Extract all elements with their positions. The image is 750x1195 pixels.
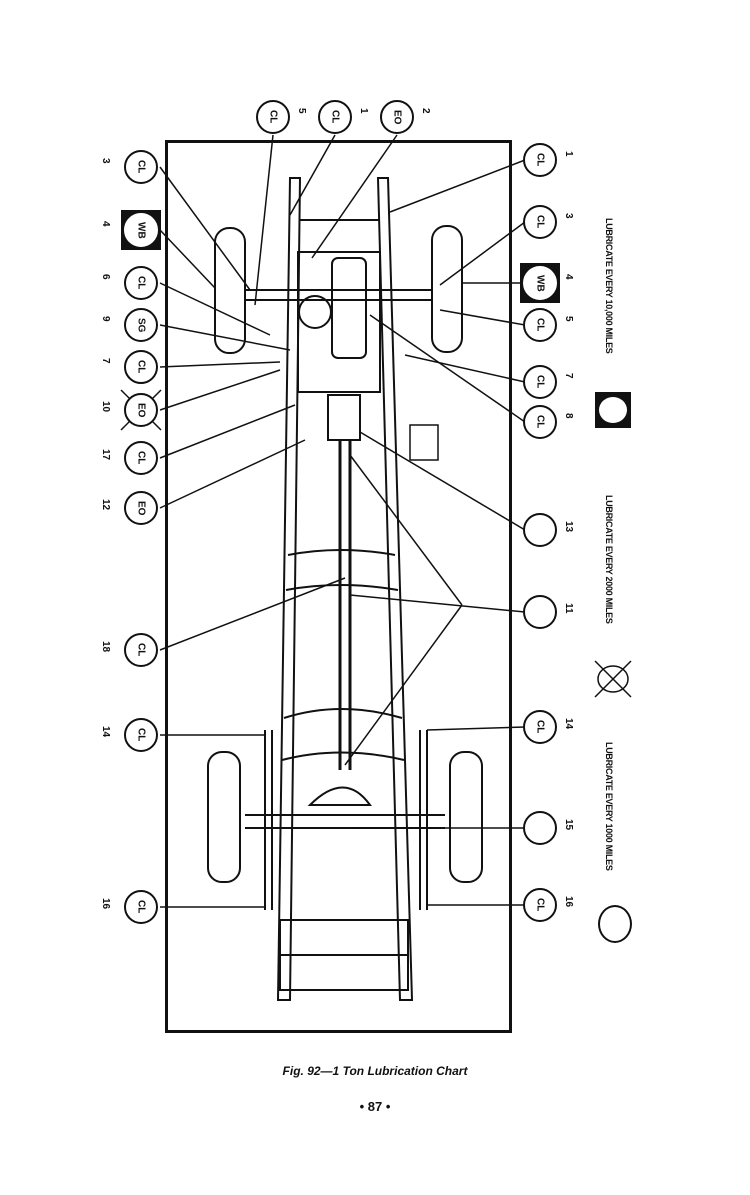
callout-code: WB <box>534 274 546 292</box>
legend-2000-icon <box>594 660 632 698</box>
callout-code: CL <box>135 451 147 465</box>
callout-number: 16 <box>563 896 574 908</box>
legend-2000-miles: LUBRICATE EVERY 2000 MILES <box>604 495 614 624</box>
engine <box>331 257 367 359</box>
callout-number: 8 <box>563 413 574 419</box>
transmission <box>327 394 361 441</box>
callout-number: 16 <box>100 898 111 910</box>
callout-top-2: EO 2 <box>380 100 431 134</box>
callout-number: 1 <box>358 108 369 114</box>
callout-number: 1 <box>563 151 574 157</box>
page-number: • 87 • <box>359 1099 391 1114</box>
callout-number: 12 <box>100 499 111 511</box>
legend-1000-icon <box>598 905 632 943</box>
callout-number: 15 <box>563 819 574 831</box>
callout-left-7: CL 7 <box>100 350 158 384</box>
callout-code: CL <box>135 643 147 657</box>
instrument-panel <box>409 424 439 461</box>
rear-left-wheel <box>207 751 241 883</box>
callout-left-18: CL 18 <box>100 633 158 667</box>
callout-left-6: CL 6 <box>100 266 158 300</box>
callout-number: 3 <box>100 158 111 164</box>
callout-left-3: CL 3 <box>100 150 158 184</box>
callout-code: CL <box>534 318 546 332</box>
callout-code: EO <box>135 500 147 516</box>
callout-left-9: SG 9 <box>100 308 158 342</box>
callout-code: CL <box>267 110 279 124</box>
callout-number: 2 <box>420 108 431 114</box>
rear-right-wheel <box>449 751 483 883</box>
callout-top-5: CL 5 <box>256 100 307 134</box>
callout-right-3: CL 3 <box>523 205 574 239</box>
callout-right-11: 11 <box>523 595 574 629</box>
callout-code: SG <box>135 317 147 333</box>
callout-left-4: WB 4 <box>100 210 161 250</box>
callout-right-16: CL 16 <box>523 888 574 922</box>
callout-number: 14 <box>100 726 111 738</box>
callout-code: CL <box>135 728 147 742</box>
callout-number: 9 <box>100 316 111 322</box>
callout-code: EO <box>135 402 147 418</box>
callout-right-1: CL 1 <box>523 143 574 177</box>
callout-right-15: 15 <box>523 811 574 845</box>
callout-number: 5 <box>563 316 574 322</box>
callout-code: CL <box>135 360 147 374</box>
legend-10000-icon <box>595 392 631 428</box>
callout-code: CL <box>135 900 147 914</box>
callout-code: CL <box>534 415 546 429</box>
callout-top-1: CL 1 <box>318 100 369 134</box>
callout-code: CL <box>534 153 546 167</box>
right-frame-rail <box>376 177 414 1001</box>
figure-caption: Fig. 92—1 Ton Lubrication Chart <box>282 1064 468 1078</box>
callout-code: CL <box>534 898 546 912</box>
callout-number: 18 <box>100 641 111 653</box>
callout-left-10: EO 10 <box>100 389 162 431</box>
callout-code: CL <box>534 215 546 229</box>
callout-code: CL <box>534 720 546 734</box>
callout-number: 10 <box>100 401 111 413</box>
callout-code: WB <box>135 221 147 239</box>
callout-number: 17 <box>100 449 111 461</box>
callout-right-14: CL 14 <box>523 710 574 744</box>
legend-10000-miles: LUBRICATE EVERY 10,000 MILES <box>604 218 614 354</box>
legend-1000-miles: LUBRICATE EVERY 1000 MILES <box>604 742 614 871</box>
callout-left-12: EO 12 <box>100 491 158 525</box>
callout-code: CL <box>534 375 546 389</box>
callout-number: 13 <box>563 521 574 533</box>
callout-number: 6 <box>100 274 111 280</box>
rear-differential <box>307 786 372 806</box>
callout-code: CL <box>329 110 341 124</box>
callout-code: CL <box>135 276 147 290</box>
callout-number: 5 <box>296 108 307 114</box>
callout-left-17: CL 17 <box>100 441 158 475</box>
callout-right-4: WB 4 <box>520 263 574 303</box>
callout-number: 4 <box>563 274 574 280</box>
callout-number: 7 <box>100 358 111 364</box>
left-frame-rail <box>276 177 302 1001</box>
callout-right-5: CL 5 <box>523 308 574 342</box>
callout-right-7: CL 7 <box>523 365 574 399</box>
callout-left-14: CL 14 <box>100 718 158 752</box>
callout-right-8: CL 8 <box>523 405 574 439</box>
callout-number: 3 <box>563 213 574 219</box>
callout-left-16: CL 16 <box>100 890 158 924</box>
callout-number: 11 <box>563 603 574 614</box>
callout-number: 7 <box>563 373 574 379</box>
callout-code: EO <box>391 109 403 125</box>
callout-code: CL <box>135 160 147 174</box>
chart-border <box>165 140 512 1033</box>
callout-number: 14 <box>563 718 574 730</box>
callout-number: 4 <box>100 221 111 227</box>
callout-right-13: 13 <box>523 513 574 547</box>
